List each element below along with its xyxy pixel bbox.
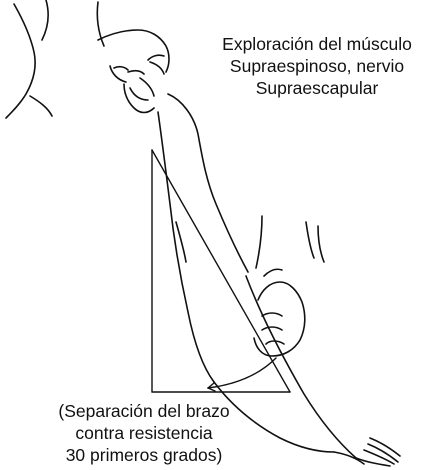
patient-torso-icon	[255, 215, 325, 269]
diagram-title-line-1: Exploración del músculo	[222, 34, 412, 54]
abduction-angle-marker-icon	[151, 149, 291, 393]
diagram-title-line-2: Supraespinoso, nervio	[229, 56, 405, 76]
abduction-note-line-2: contra resistencia	[75, 423, 213, 443]
abduction-note-line-1: (Separación del brazo	[58, 401, 230, 421]
patient-upper-arm-icon	[157, 93, 249, 383]
examiner-shoulder-hand-icon	[96, 1, 170, 114]
patient-hand-icon	[333, 437, 401, 467]
diagram-title-line-3: Supraescapular	[255, 78, 379, 98]
abduction-note-line-3: 30 primeros grados)	[65, 445, 223, 465]
torso-outline-icon	[5, 0, 53, 119]
diagram-title: Exploración del músculo Supraespinoso, n…	[196, 33, 437, 99]
patient-forearm-icon	[213, 275, 357, 459]
abduction-note: (Separación del brazo contra resistencia…	[28, 400, 260, 466]
